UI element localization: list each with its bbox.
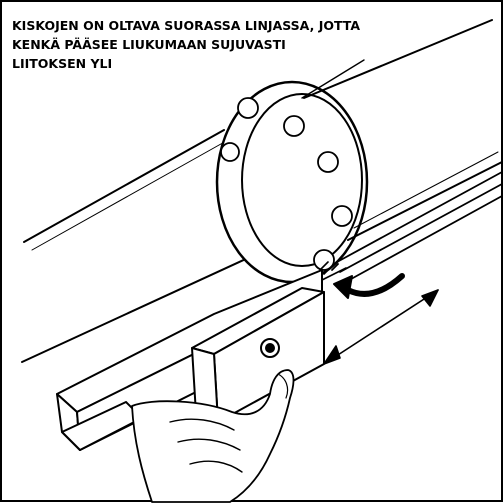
pipe-flange bbox=[215, 80, 369, 284]
caption-leader-line bbox=[301, 59, 365, 99]
caption-line-1: KISKOJEN ON OLTAVA SUORASSA LINJASSA, JO… bbox=[12, 18, 361, 33]
slide-direction-arrow-icon bbox=[323, 289, 439, 365]
bolt-icon bbox=[237, 97, 259, 119]
bolt-icon bbox=[331, 205, 353, 227]
bolt-icon bbox=[317, 151, 339, 173]
caption-line-3: LIITOKSEN YLI bbox=[12, 56, 113, 71]
lower-rail bbox=[56, 269, 323, 451]
sliding-shoe bbox=[191, 287, 325, 423]
curved-arrow-icon bbox=[333, 273, 405, 299]
caption-line-2: KENKÄ PÄÄSEE LIUKUMAAN SUJUVASTI bbox=[12, 37, 286, 52]
flange-bolts bbox=[220, 97, 353, 271]
hand-icon bbox=[131, 369, 295, 503]
upper-rail bbox=[331, 171, 503, 285]
rail-joint-gap bbox=[319, 261, 347, 281]
bolt-icon bbox=[220, 142, 240, 162]
instruction-caption: KISKOJEN ON OLTAVA SUORASSA LINJASSA, JO… bbox=[12, 16, 482, 73]
bolt-icon bbox=[313, 249, 335, 271]
bolt-icon bbox=[283, 115, 305, 137]
pipe-right bbox=[303, 19, 503, 241]
